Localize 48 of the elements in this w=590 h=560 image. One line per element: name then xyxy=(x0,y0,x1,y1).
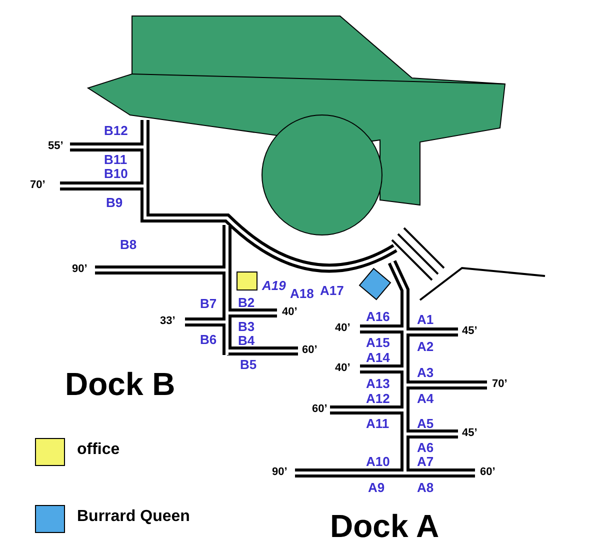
berth-label: A6 xyxy=(417,441,434,454)
berth-label: A19 xyxy=(262,279,286,292)
berth-label: B5 xyxy=(240,358,257,371)
berth-label: B10 xyxy=(104,167,128,180)
length-label: 55’ xyxy=(48,141,64,152)
berth-label: B11 xyxy=(104,153,128,166)
length-label: 40’ xyxy=(335,323,350,334)
length-label: 70’ xyxy=(492,379,508,390)
length-label: 45’ xyxy=(462,326,478,337)
legend-text: office xyxy=(77,442,120,458)
length-label: 40’ xyxy=(282,307,298,318)
berth-label: A11 xyxy=(366,417,390,430)
length-label: 33’ xyxy=(160,316,176,327)
berth-label: B9 xyxy=(106,196,123,209)
berth-label: A1 xyxy=(417,313,434,326)
dock-title: Dock B xyxy=(65,368,176,400)
berth-label: A2 xyxy=(417,340,434,353)
berth-label: A7 xyxy=(417,455,434,468)
berth-label: A12 xyxy=(366,392,390,405)
berth-label: A8 xyxy=(417,481,434,494)
berth-label: A3 xyxy=(417,366,434,379)
length-label: 60’ xyxy=(302,345,318,356)
berth-label: A18 xyxy=(290,287,314,300)
legend-text: Burrard Queen xyxy=(77,509,190,525)
dock-title: Dock A xyxy=(330,510,440,542)
berth-label: B12 xyxy=(104,124,128,137)
berth-label: B8 xyxy=(120,238,137,251)
berth-label: B6 xyxy=(200,333,217,346)
berth-label: A16 xyxy=(366,310,390,323)
berth-label: A4 xyxy=(417,392,434,405)
length-label: 40’ xyxy=(335,363,350,374)
length-label: 45’ xyxy=(462,428,478,439)
length-label: 70’ xyxy=(30,180,46,191)
berth-label: A14 xyxy=(366,351,390,364)
berth-label: A15 xyxy=(366,336,390,349)
length-label: 60’ xyxy=(480,467,496,478)
berth-label: A13 xyxy=(366,377,390,390)
berth-label: A17 xyxy=(320,284,344,297)
length-label: 90’ xyxy=(72,264,88,275)
berth-label: B7 xyxy=(200,297,217,310)
berth-label: B4 xyxy=(238,334,255,347)
berth-label: A9 xyxy=(368,481,385,494)
berth-label: A5 xyxy=(417,417,434,430)
length-label: 60’ xyxy=(312,404,328,415)
berth-label: B2 xyxy=(238,296,255,309)
berth-label: B3 xyxy=(238,320,255,333)
berth-label: A10 xyxy=(366,455,390,468)
length-label: 90’ xyxy=(272,467,288,478)
